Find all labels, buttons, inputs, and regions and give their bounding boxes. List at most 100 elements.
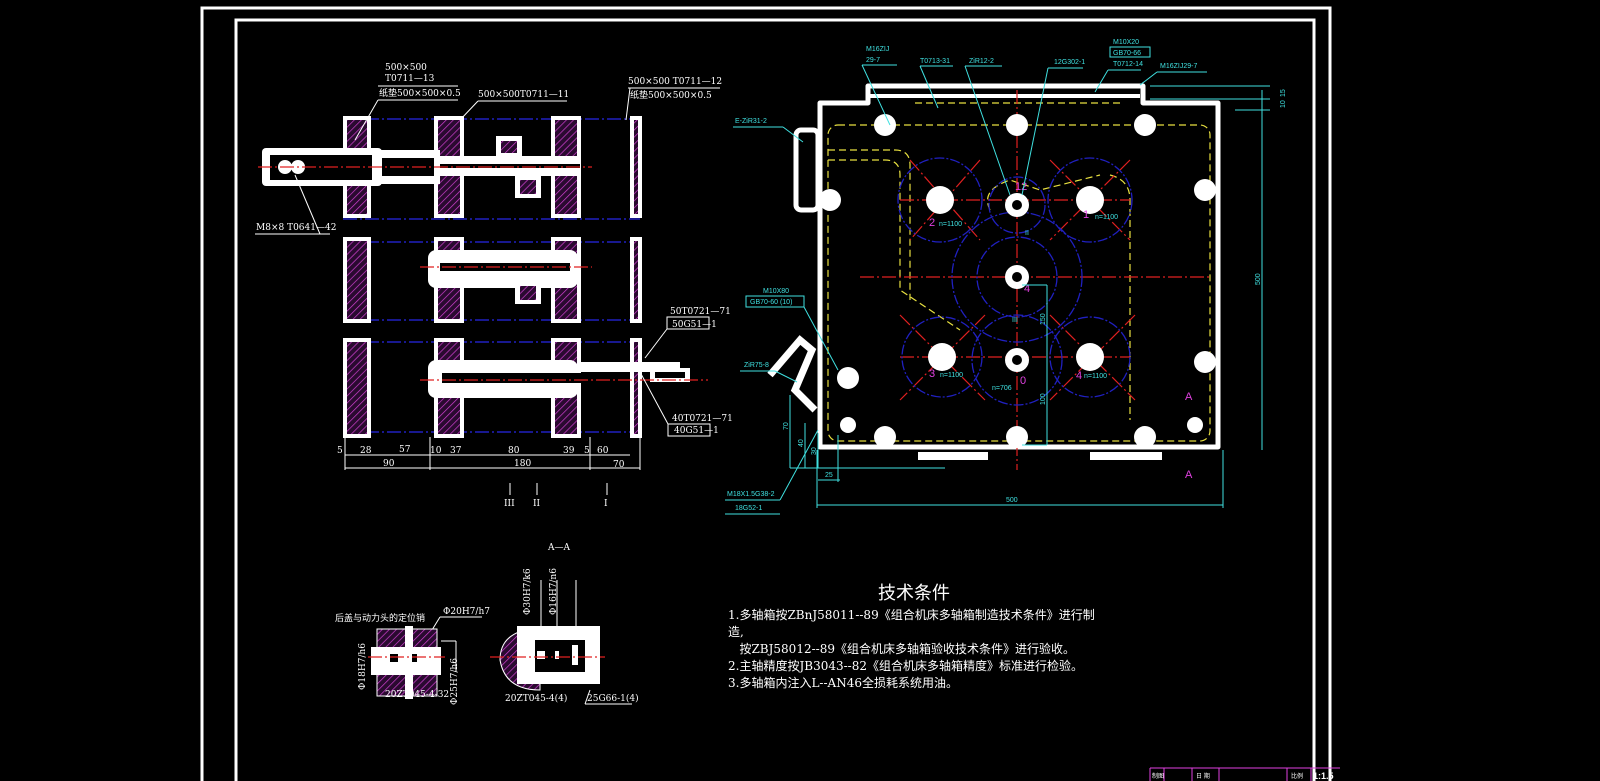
dim: 70 (613, 460, 625, 470)
dim: 40 (798, 439, 805, 447)
gear-number: 12 (1015, 181, 1027, 193)
fit-vertical-3: Φ30H7/k6 (523, 568, 533, 615)
gear-number: 2 (929, 217, 935, 229)
axis-iii: III (1012, 317, 1018, 324)
dim: 60 (597, 446, 609, 456)
dim: 100 (1040, 393, 1047, 405)
section-mark-a: A (1185, 391, 1193, 403)
callout: ZiR75-8 (744, 362, 769, 369)
right-view-dimensions: 500 500 15 10 150 100 25 70 40 30 (783, 85, 1287, 508)
callout: ZiR12-2 (969, 58, 994, 65)
dim: 80 (508, 446, 520, 456)
label-plate-11: 500×500T0711—11 (478, 90, 569, 100)
dim: 10 (1280, 100, 1287, 108)
label-gasket-2: 纸垫500×500×0.5 (630, 89, 712, 101)
tech-line: 3.多轴箱内注入L--AN46全损耗系统用油。 (728, 675, 958, 690)
dim: 70 (783, 422, 790, 430)
spindle-box-front-view: 1 n=1100 2 n=1100 12 4 3 n=1100 0 n=706 … (725, 39, 1287, 515)
dim: 39 (563, 446, 575, 456)
fit-vertical-4: Φ16H7/n6 (549, 568, 559, 615)
callout: M10X80 (763, 288, 789, 295)
technical-conditions: 技术条件 1.多轴箱按ZBnJ58011--89《组合机床多轴箱制造技术条件》进… (728, 583, 1095, 690)
callout: T0713-31 (920, 58, 950, 65)
callout: M18X1.5G38-2 (727, 491, 775, 498)
dim: 500 (1255, 273, 1262, 285)
scale-value: 1:1.5 (1313, 771, 1334, 781)
part-label-1: 20ZT045-4-32 (385, 690, 449, 700)
label-screw: M8×8 T0641—42 (256, 223, 336, 233)
left-view-callouts: 500×500 T0711—13 纸垫500×500×0.5 500×500T0… (255, 63, 733, 437)
tech-line: 2.主轴精度按JB3043--82《组合机床多轴箱精度》标准进行检验。 (728, 658, 1083, 673)
callout: M10X20 (1113, 39, 1139, 46)
gear-number: 4 (1024, 283, 1030, 295)
axis-label-i: I (604, 499, 608, 509)
dim: 30 (811, 447, 818, 455)
gear-speed: n=1100 (1084, 373, 1107, 380)
tech-heading: 技术条件 (878, 583, 950, 604)
dim: 57 (399, 445, 411, 455)
callout: T0712-14 (1113, 61, 1143, 68)
gear-speed: n=1100 (939, 221, 962, 228)
gear-number: 3 (929, 368, 935, 380)
callout: E-ZiR31-2 (735, 118, 767, 125)
title-cell: 日 期 (1196, 772, 1210, 780)
label-gear-40t: 40T0721—71 (672, 414, 733, 424)
gear-number: 0 (1020, 375, 1026, 387)
drawing-frame (200, 6, 1332, 781)
axis-ii: II (1025, 230, 1029, 237)
section-title: A—A (547, 543, 570, 553)
dim: 180 (514, 459, 531, 469)
dim: 37 (450, 446, 462, 456)
dim: 90 (383, 459, 395, 469)
gear-number: 1 (1083, 209, 1089, 221)
title-block: 制图 日 期 比例 1:1.5 (1149, 767, 1340, 781)
dim: 25 (825, 472, 833, 479)
right-view-callouts: M16ZIJ 29-7 T0713-31 ZiR12-2 12G302-1 M1… (725, 39, 1207, 515)
tech-line: 1.多轴箱按ZBnJ58011--89《组合机床多轴箱制造技术条件》进行制 (728, 607, 1095, 622)
dim: 5 (584, 446, 590, 456)
section-mark-a: A (1185, 469, 1193, 481)
title-cell: 比例 (1291, 772, 1303, 780)
tech-line: 按ZBJ58012--89《组合机床多轴箱验收技术条件》进行验收。 (728, 641, 1075, 656)
callout: 12G302-1 (1054, 59, 1085, 66)
gear-pitch-circles (897, 157, 1133, 406)
callout: GB70-66 (1113, 50, 1141, 57)
callout: M16ZIJ29-7 (1160, 63, 1197, 70)
callout: GB70-60 (10) (750, 299, 792, 306)
dim: 5 (337, 446, 343, 456)
section-details: A—A 后盖与动力头的定位销 Φ20H7/h7 20ZT045-4-32 Φ18… (335, 543, 639, 705)
callout: 29-7 (866, 57, 880, 64)
tech-line: 造, (728, 625, 744, 639)
dim: 15 (1280, 89, 1287, 97)
callout: 18G52-1 (735, 505, 762, 512)
dim: 28 (360, 446, 372, 456)
bolt-holes (819, 114, 1216, 448)
spindle-shafts (258, 136, 708, 398)
fit-label: Φ20H7/h7 (443, 607, 490, 617)
gear-number: 4 (1076, 370, 1082, 382)
label-gasket-1: 纸垫500×500×0.5 (379, 87, 461, 99)
spindle-holes (926, 186, 1104, 372)
label-gear-50t: 50T0721—71 (670, 307, 731, 317)
title-cell: 制图 (1152, 772, 1164, 780)
axis-label-iii: III (504, 499, 515, 509)
label-plate-13-code: T0711—13 (385, 74, 435, 84)
pin-label: 后盖与动力头的定位销 (335, 612, 425, 624)
part-label-2: 20ZT045-4(4) (505, 693, 567, 704)
label-plate-12: 500×500 T0711—12 (628, 77, 722, 87)
label-gear-50g: 50G51—1 (672, 320, 717, 330)
gear-speed: n=1100 (1095, 214, 1118, 221)
plate-boundaries (343, 118, 640, 433)
dim: 500 (1006, 497, 1018, 504)
callout: M16ZIJ (866, 46, 889, 53)
fit-vertical-1: Φ18H7/h6 (358, 643, 368, 690)
label-plate-13-size: 500×500 (385, 63, 427, 73)
gear-speed: n=1100 (940, 372, 963, 379)
gear-speed: n=706 (992, 385, 1012, 392)
dim: 150 (1040, 313, 1047, 325)
label-gear-40g: 40G51—1 (674, 426, 719, 436)
fit-vertical-2: Φ25H7/h6 (450, 658, 460, 705)
axis-label-ii: II (533, 499, 541, 509)
spindle-box-section-view: 500×500 T0711—13 纸垫500×500×0.5 500×500T0… (255, 63, 733, 509)
